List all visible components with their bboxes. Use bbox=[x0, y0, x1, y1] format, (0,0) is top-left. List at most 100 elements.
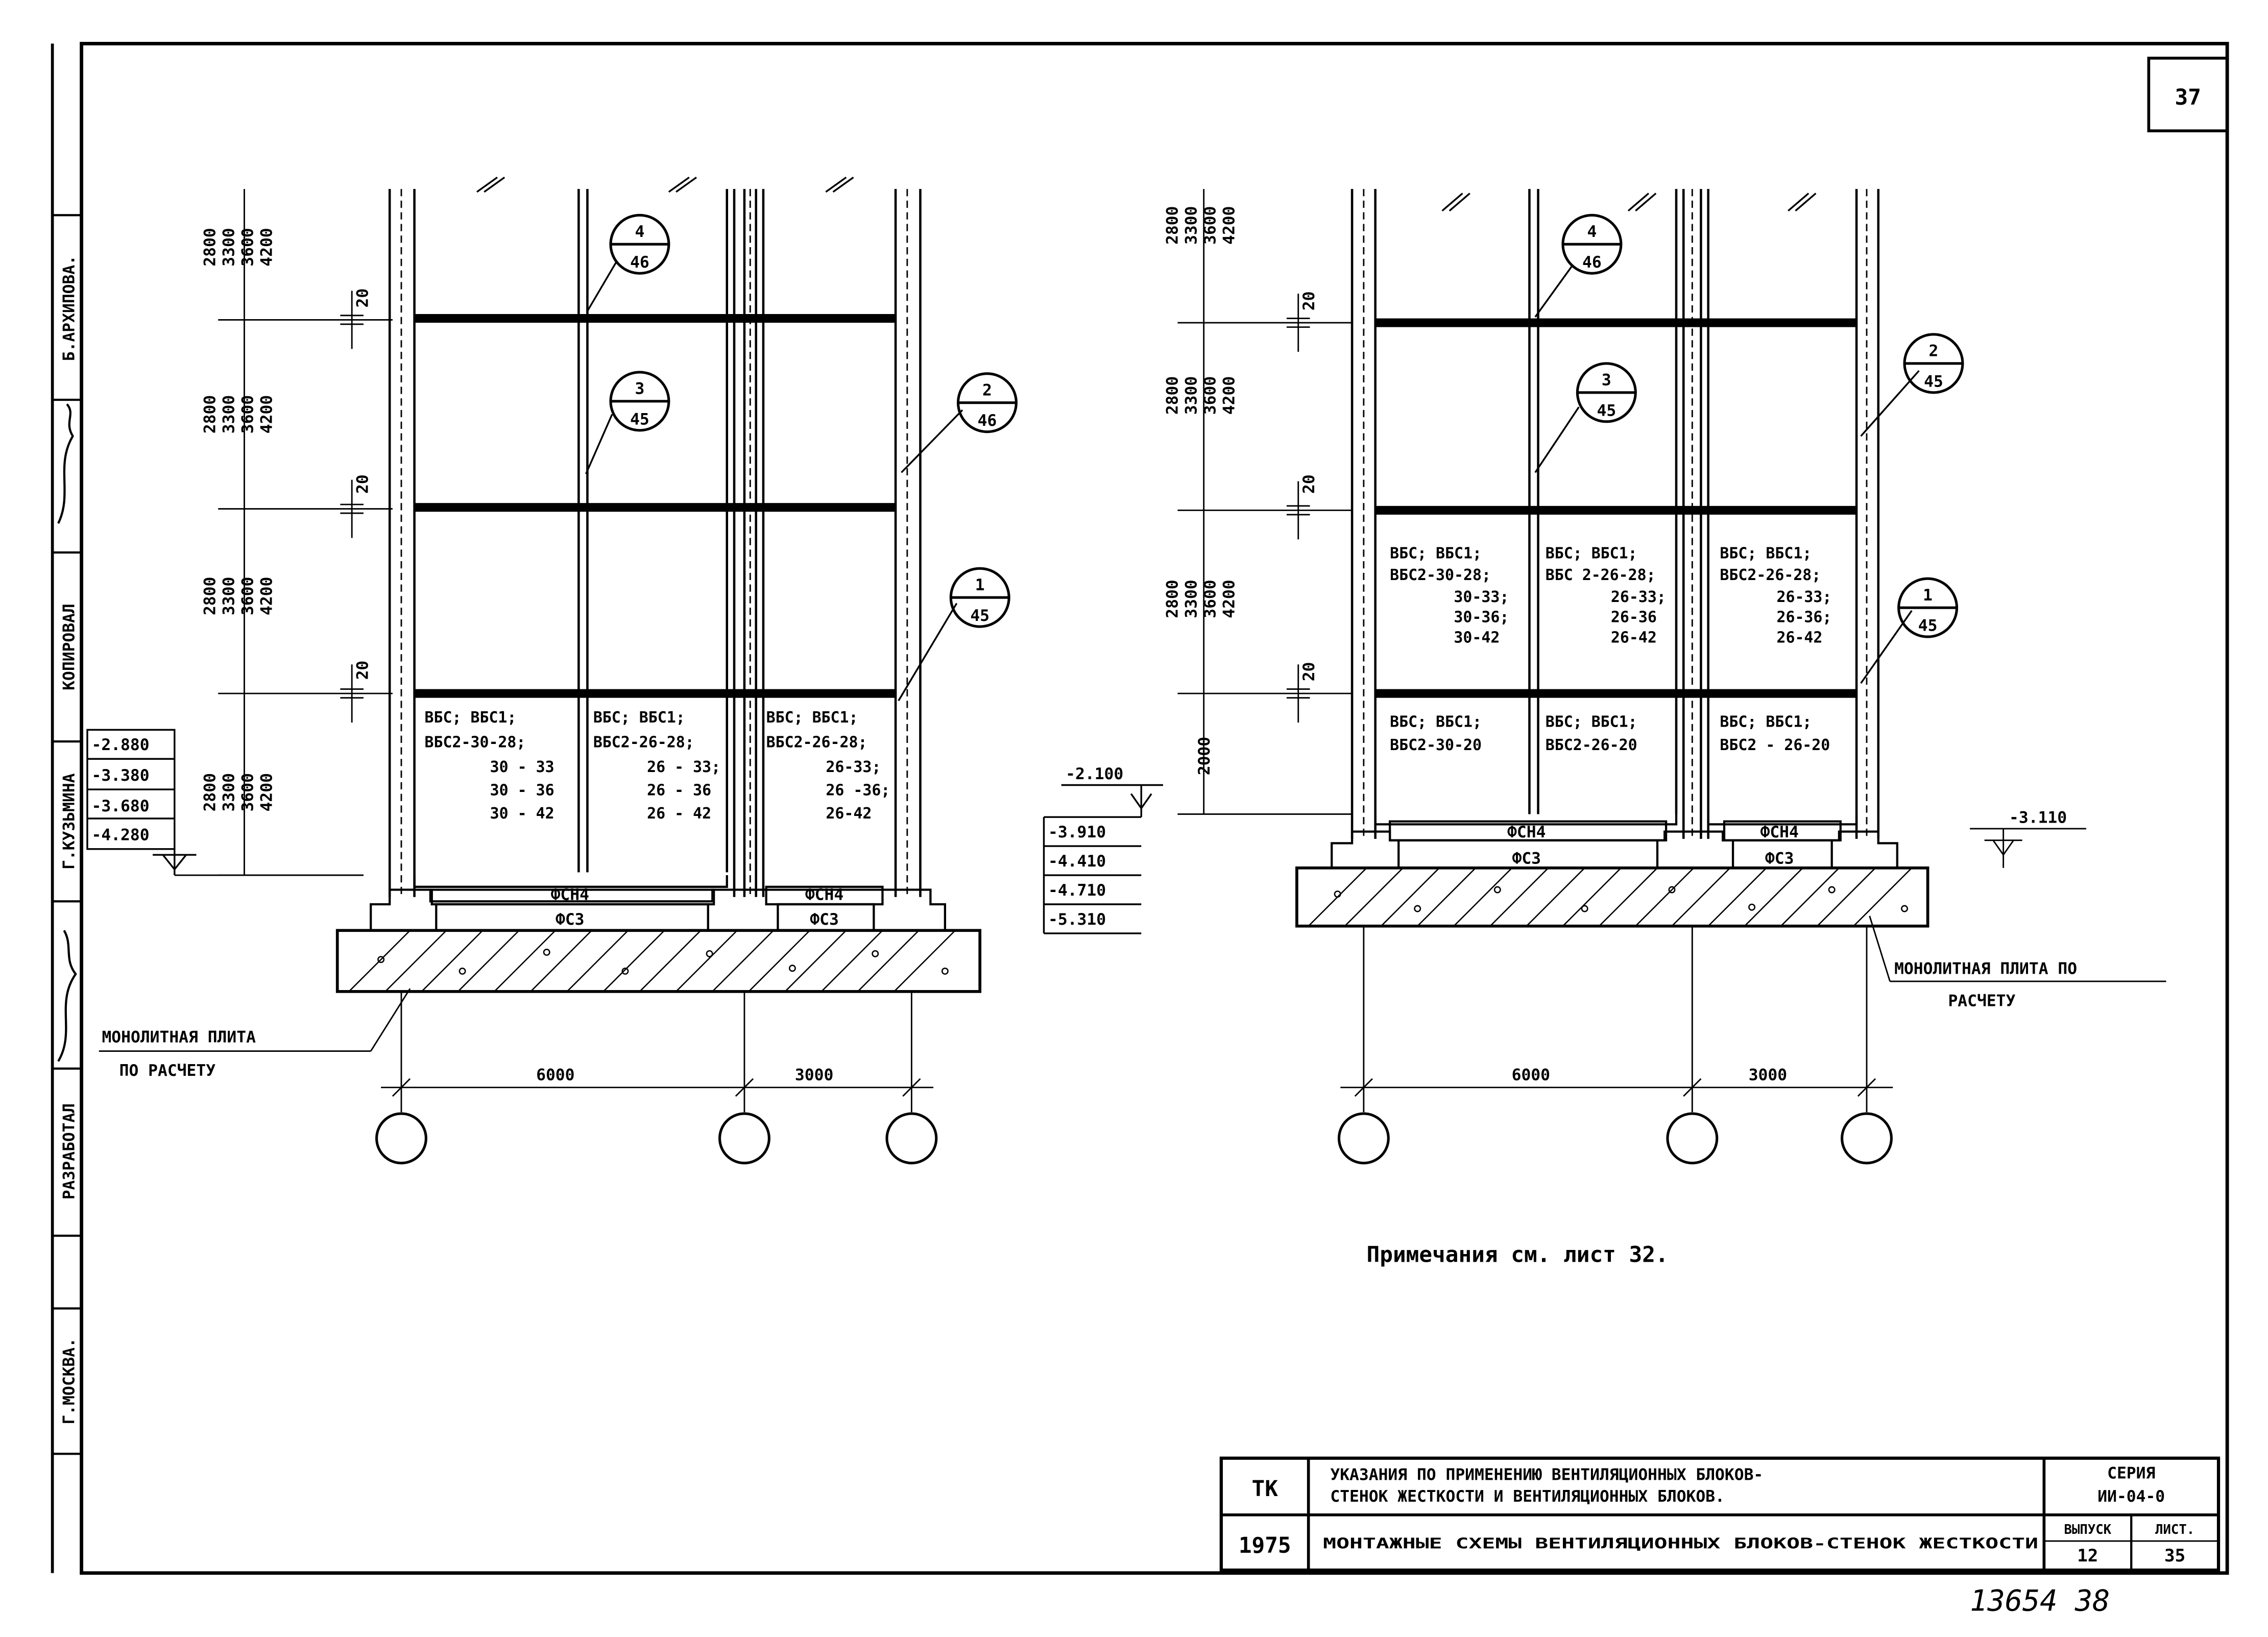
right-fs-label-2: ФС3 bbox=[1765, 849, 1794, 868]
left-dim-3-a: 2800 bbox=[201, 577, 220, 615]
right-callout-low-num: 1 bbox=[1923, 586, 1933, 605]
title-year: 1975 bbox=[1239, 1533, 1291, 1558]
right-fs-label-1: ФС3 bbox=[1512, 849, 1541, 868]
right-joint-dim-2: 20 bbox=[1300, 474, 1318, 494]
right-dim-2-a: 2800 bbox=[1163, 376, 1181, 415]
right-bay2-lower-1: ВБС; ВБС1; bbox=[1546, 713, 1637, 731]
left-dim-2-d: 4200 bbox=[258, 395, 276, 434]
series-label: СЕРИЯ bbox=[2107, 1464, 2155, 1483]
right-bay3-lower-1: ВБС; ВБС1; bbox=[1720, 713, 1812, 731]
series-value: ИИ-04-0 bbox=[2097, 1487, 2165, 1506]
left-dim-4-c: 3600 bbox=[239, 773, 257, 811]
left-bay3-label-1: ВБС; ВБС1; bbox=[766, 709, 858, 727]
stamp-name-kuzmina: Г.КУЗЬМИНА bbox=[60, 773, 78, 870]
right-bay1-label-1: ВБС; ВБС1; bbox=[1390, 544, 1482, 562]
right-dim-3-a: 2800 bbox=[1163, 580, 1181, 618]
left-right-level-1: -3.910 bbox=[1048, 823, 1106, 841]
stamp-name-arkhipova: Б.АРХИПОВА. bbox=[60, 255, 78, 361]
right-slab-note-1: МОНОЛИТНАЯ ПЛИТА ПО bbox=[1894, 960, 2077, 978]
left-callout-top-den: 46 bbox=[630, 253, 649, 272]
left-fs-label-1: ФС3 bbox=[556, 910, 585, 929]
title-block bbox=[1219, 1456, 2221, 1572]
left-callout-mid-num: 3 bbox=[635, 380, 645, 398]
left-level-2: -3.380 bbox=[92, 766, 150, 785]
margin-stamp bbox=[52, 214, 82, 1455]
right-bay1-label-4: 30-36; bbox=[1454, 609, 1509, 627]
stamp-developed-label: РАЗРАБОТАЛ bbox=[60, 1103, 78, 1199]
right-dim-1-a: 2800 bbox=[1163, 206, 1181, 245]
left-bay2-label-1: ВБС; ВБС1; bbox=[593, 709, 685, 727]
left-dim-1-a: 2800 bbox=[201, 228, 220, 266]
right-dim-1-b: 3300 bbox=[1182, 206, 1200, 245]
right-bay3-lower-2: ВБС2 - 26-20 bbox=[1720, 736, 1830, 754]
left-right-level-2: -4.410 bbox=[1048, 852, 1106, 871]
left-slab-note-1: МОНОЛИТНАЯ ПЛИТА bbox=[102, 1028, 256, 1046]
left-dim-4-b: 3300 bbox=[220, 773, 238, 811]
right-bay3-label-4: 26-36; bbox=[1776, 609, 1831, 627]
left-elevation bbox=[86, 176, 1163, 1165]
left-dim-1-d: 4200 bbox=[258, 228, 276, 266]
sheet-number: 37 bbox=[2175, 85, 2201, 110]
right-fsn-label-1: ФСН4 bbox=[1507, 823, 1546, 841]
left-callout-top-num: 4 bbox=[635, 223, 645, 241]
left-bay1-label-4: 30 - 36 bbox=[490, 781, 554, 799]
right-bay1-label-3: 30-33; bbox=[1454, 588, 1509, 606]
right-dim-3-c: 3600 bbox=[1201, 580, 1219, 618]
left-dim-3-c: 3600 bbox=[239, 577, 257, 615]
left-bay1-label-2: ВБС2-30-28; bbox=[425, 733, 526, 751]
right-dim-1-d: 4200 bbox=[1220, 206, 1238, 245]
title-org-code: ТК bbox=[1252, 1476, 1278, 1502]
right-bay1-lower-1: ВБС; ВБС1; bbox=[1390, 713, 1482, 731]
right-bay2-label-3: 26-33; bbox=[1611, 588, 1666, 606]
right-bay3-label-5: 26-42 bbox=[1776, 629, 1822, 646]
left-joint-dim-2: 20 bbox=[354, 474, 372, 494]
right-dim-2-b: 3300 bbox=[1182, 376, 1200, 415]
stamp-copied-label: КОПИРОВАЛ bbox=[60, 604, 78, 690]
sheet-frame bbox=[51, 42, 2229, 1575]
right-elevation bbox=[1177, 189, 2166, 1165]
left-callout-low-den: 45 bbox=[970, 607, 990, 625]
left-bay1-label-3: 30 - 33 bbox=[490, 758, 554, 776]
right-span-1: 6000 bbox=[1512, 1066, 1550, 1085]
right-bay1-lower-2: ВБС2-30-20 bbox=[1390, 736, 1482, 754]
stamp-city: Г.МОСКВА. bbox=[60, 1338, 78, 1425]
left-bay1-label-1: ВБС; ВБС1; bbox=[425, 709, 517, 727]
left-joint-dim-1: 20 bbox=[354, 288, 372, 308]
left-level-3: -3.680 bbox=[92, 797, 150, 815]
right-callout-right-num: 2 bbox=[1929, 342, 1939, 360]
right-slab-note-2: РАСЧЕТУ bbox=[1948, 992, 2015, 1010]
issue-value: 12 bbox=[2077, 1546, 2098, 1566]
left-span-1: 6000 bbox=[536, 1066, 574, 1085]
notes-reference: Примечания см. лист 32. bbox=[1367, 1242, 1669, 1267]
right-fsn-label-2: ФСН4 bbox=[1760, 823, 1798, 841]
left-callout-mid-den: 45 bbox=[630, 410, 649, 428]
right-callout-right-den: 45 bbox=[1924, 372, 1943, 391]
title-subtitle: МОНТАЖНЫЕ СХЕМЫ ВЕНТИЛЯЦИОННЫХ БЛОКОВ-СТ… bbox=[1323, 1535, 2038, 1552]
right-bay3-label-2: ВБС2-26-28; bbox=[1720, 566, 1821, 584]
left-joint-dim-3: 20 bbox=[354, 661, 372, 680]
left-dim-4-d: 4200 bbox=[258, 773, 276, 811]
left-fsn-label-1: ФСН4 bbox=[551, 885, 589, 904]
left-dim-1-c: 3600 bbox=[239, 228, 257, 266]
left-right-level-3: -4.710 bbox=[1048, 881, 1106, 900]
right-callout-top-num: 4 bbox=[1587, 223, 1597, 241]
left-level-4: -4.280 bbox=[92, 826, 150, 845]
left-dim-3-d: 4200 bbox=[258, 577, 276, 615]
left-slab-note-2: ПО РАСЧЕТУ bbox=[119, 1062, 216, 1080]
left-bay3-label-2: ВБС2-26-28; bbox=[766, 733, 867, 751]
right-level: -3.110 bbox=[2009, 809, 2067, 827]
left-bay3-label-3: 26-33; bbox=[826, 758, 881, 776]
left-fs-label-2: ФС3 bbox=[810, 910, 839, 929]
right-bay1-label-2: ВБС2-30-28; bbox=[1390, 566, 1491, 584]
left-bay1-label-5: 30 - 42 bbox=[490, 805, 554, 823]
right-bay3-label-1: ВБС; ВБС1; bbox=[1720, 544, 1812, 562]
left-span-2: 3000 bbox=[795, 1066, 833, 1085]
right-callout-mid-num: 3 bbox=[1602, 371, 1611, 390]
right-bay2-label-2: ВБС 2-26-28; bbox=[1546, 566, 1656, 584]
right-dim-3-b: 3300 bbox=[1182, 580, 1200, 618]
left-bay2-label-3: 26 - 33; bbox=[647, 758, 720, 776]
left-dim-2-b: 3300 bbox=[220, 395, 238, 434]
left-callout-right-den: 46 bbox=[978, 412, 997, 430]
right-dim-3-d: 4200 bbox=[1220, 580, 1238, 618]
